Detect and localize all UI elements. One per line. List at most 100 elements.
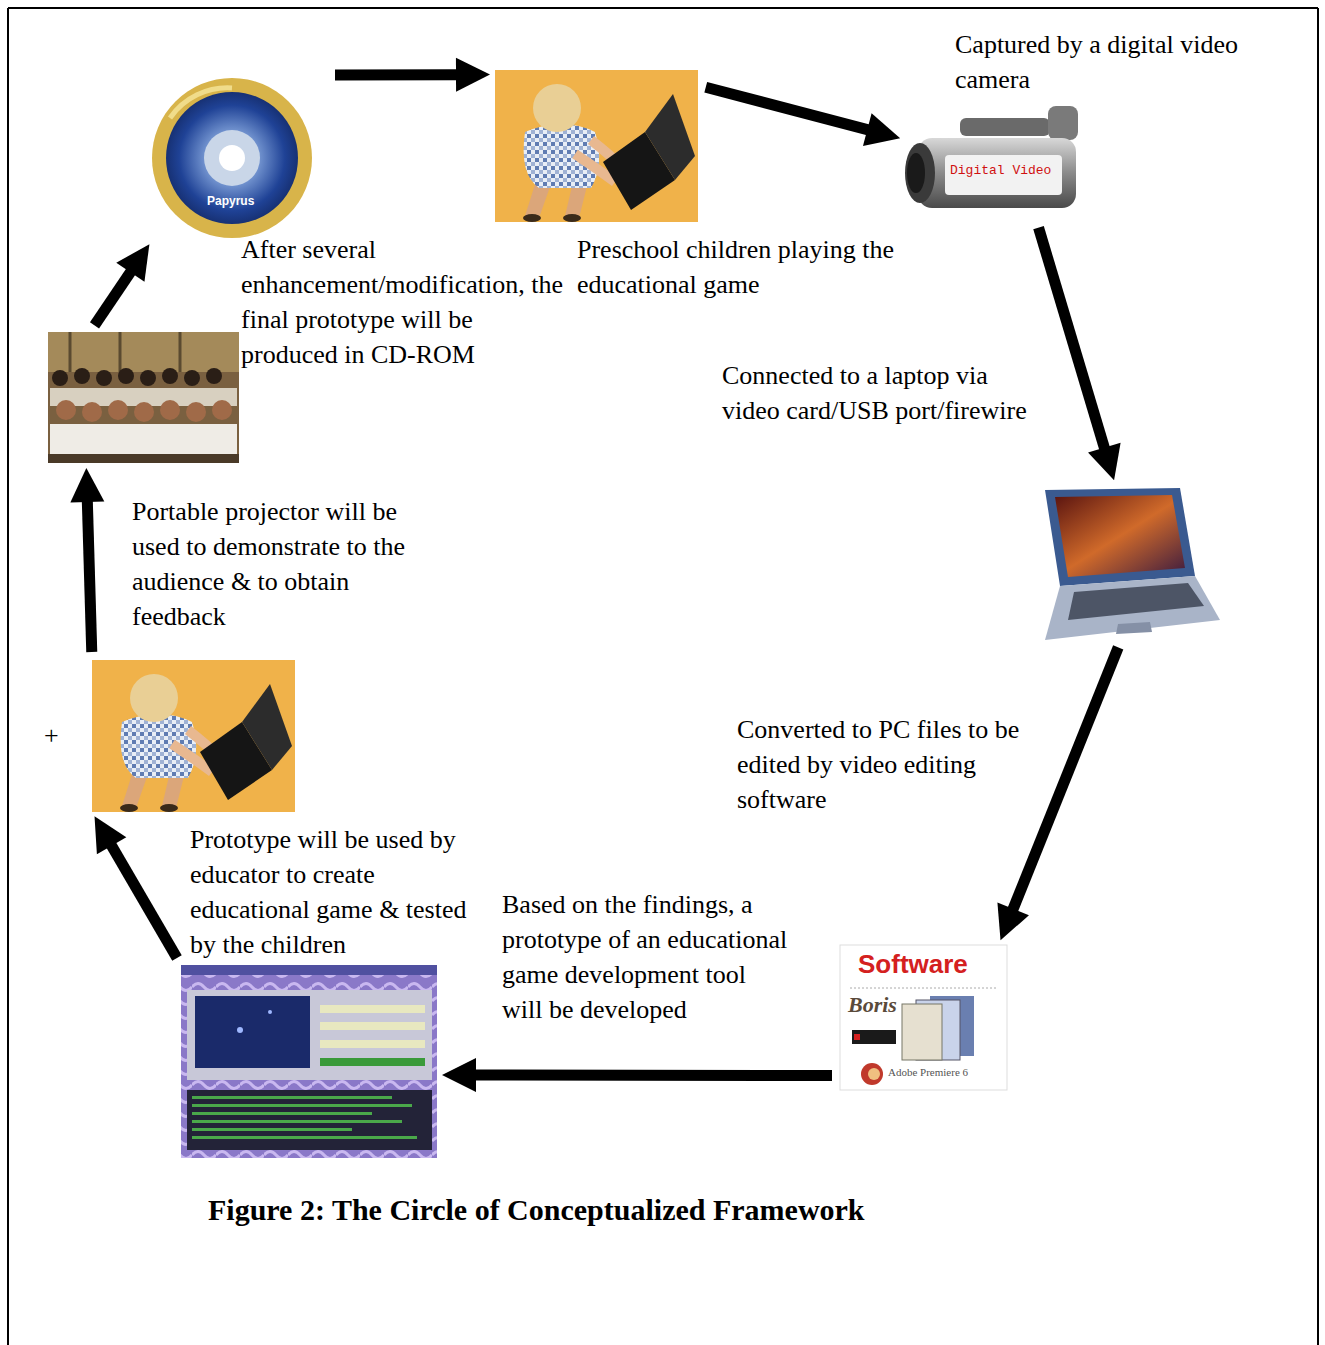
screen-titlebar: [181, 965, 437, 975]
laptop-keyboard: [1068, 583, 1204, 620]
child-sandal: [563, 214, 581, 222]
step-caption: Prototype will be used by educator to cr…: [190, 822, 490, 962]
child-head: [162, 368, 178, 384]
children-node: Preschool children playing the education…: [495, 70, 698, 222]
adobe-logo: [868, 1068, 880, 1080]
photo-floor: [48, 454, 239, 463]
console-line: [192, 1128, 352, 1131]
figure-frame: [8, 8, 1318, 1345]
arrow-shaft: [706, 87, 869, 130]
child-face: [108, 400, 128, 420]
flow-arrow: [70, 468, 104, 652]
product-tag: [854, 1034, 860, 1040]
child-head: [533, 84, 581, 132]
arrow-head: [442, 1058, 476, 1092]
screen-field: [320, 1005, 425, 1013]
rule-line: [850, 988, 998, 989]
camera-node: Captured by a digital video cameraDigita…: [905, 105, 1080, 220]
arrow-head: [456, 58, 490, 92]
camera-picture: [905, 106, 1078, 208]
child-head: [74, 368, 90, 384]
laptop-touchpad: [1116, 622, 1152, 634]
laptop-lid: [1045, 488, 1195, 586]
arrow-shaft: [474, 1070, 832, 1081]
screen-field: [320, 1058, 425, 1066]
picture-ground: [495, 70, 698, 222]
figure-caption: Figure 2: The Circle of Conceptualized F…: [208, 1192, 865, 1228]
screenshot-node: Prototype will be used by educator to cr…: [181, 965, 437, 1158]
product-name: Boris: [848, 993, 897, 1017]
screen-star: [268, 1010, 272, 1014]
product-name: Adobe Premiere 6: [888, 1066, 968, 1079]
child-head: [206, 368, 222, 384]
arrow-shaft: [1039, 228, 1105, 450]
child-sandal: [160, 804, 178, 812]
screen-image: [195, 996, 310, 1068]
arrow-shaft: [87, 500, 91, 652]
picture-ground: [137, 70, 327, 240]
product-box: [902, 1004, 942, 1060]
photo-wall: [69, 332, 72, 372]
camera-label-patch: [945, 155, 1062, 195]
child-shirts: [50, 424, 237, 454]
screen-panel: [187, 990, 432, 1080]
console-line: [192, 1136, 417, 1139]
child-heads: [52, 368, 222, 386]
arrow-shaft: [1012, 647, 1118, 910]
flow-arrow: [95, 816, 177, 958]
child-head: [184, 370, 200, 386]
cd-node: PapyrusAfter several enhancement/modific…: [137, 70, 327, 240]
cd-disc: [166, 92, 298, 224]
child-picture: [92, 660, 295, 812]
flow-arrow: [997, 647, 1118, 940]
laptop-node: Connected to a laptop via video card/USB…: [1030, 485, 1220, 640]
product-tag: [852, 1030, 896, 1044]
arrow-shaft: [94, 271, 131, 326]
camera-viewfinder: [1048, 106, 1078, 140]
step-caption: Preschool children playing the education…: [577, 232, 902, 302]
photo-wall: [179, 332, 182, 372]
screen-field: [320, 1040, 425, 1048]
cd-disc: [152, 78, 312, 238]
camera-lens: [907, 153, 925, 193]
arrow-head: [997, 902, 1029, 940]
flow-arrow: [442, 1058, 832, 1092]
flow-arrow: [706, 87, 900, 146]
arrow-shaft: [111, 844, 177, 958]
laptop-screen: [1055, 495, 1185, 577]
arrow-head: [116, 244, 149, 282]
screen-ground: [181, 965, 437, 1158]
arrow-shaft: [335, 69, 458, 80]
screen-star: [237, 1027, 243, 1033]
console-line: [192, 1120, 402, 1123]
step-caption: Connected to a laptop via video card/USB…: [722, 358, 1027, 428]
laptop-picture: [1045, 488, 1220, 640]
child-head: [118, 368, 134, 384]
software-picture: [840, 945, 1007, 1090]
child-shirt: [121, 714, 197, 778]
frame-line: [1317, 8, 1319, 1345]
photo-wall: [119, 332, 122, 372]
arrow-head: [1088, 443, 1121, 480]
child-head: [140, 370, 156, 386]
child-face: [56, 400, 76, 420]
flow-arrow: [335, 58, 490, 92]
child-sandal: [523, 214, 541, 222]
screen-field: [320, 1022, 425, 1030]
step-caption: Captured by a digital video camera: [955, 27, 1285, 97]
child-face: [186, 402, 206, 422]
software-node: SoftwareBorisAdobe Premiere 6: [840, 945, 1007, 1090]
cd-shine: [170, 88, 232, 118]
laptop-lid: [645, 94, 695, 180]
arrow-head: [95, 816, 127, 854]
step-caption: After several enhancement/modification, …: [241, 232, 576, 372]
picture-ground: [840, 945, 1007, 1090]
cd-hole: [219, 145, 245, 171]
camera-handle: [960, 118, 1050, 136]
child-head: [96, 370, 112, 386]
audience-picture: [48, 332, 239, 463]
console-line: [192, 1112, 372, 1115]
arrow-head: [70, 468, 104, 502]
